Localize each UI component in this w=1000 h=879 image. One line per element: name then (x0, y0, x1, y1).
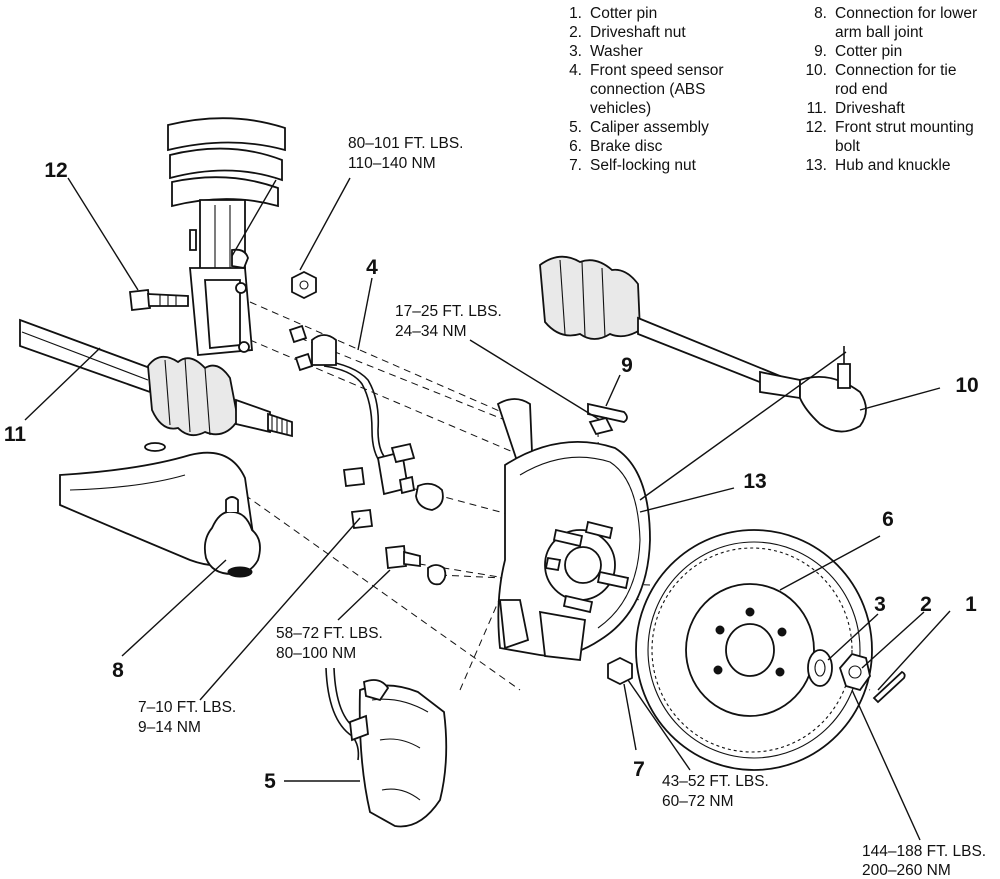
legend-text-4c: vehicles) (590, 100, 651, 117)
strut-mounting-bolt (129, 289, 189, 311)
legend-col-right: 8. Connection for lower arm ball joint 9… (805, 5, 977, 174)
callout-11: 11 (4, 423, 27, 446)
legend-text-10a: Connection for tie (835, 62, 957, 79)
legend-text-12b: bolt (835, 138, 861, 155)
legend-num-8: 8. (814, 5, 827, 22)
spec-sensorbolt-nm: 9–14 NM (138, 719, 201, 736)
parts-legend: 1. Cotter pin 2. Driveshaft nut 3. Washe… (569, 5, 977, 174)
cotter-pin-9 (587, 402, 628, 436)
callout-7: 7 (633, 758, 645, 781)
spec-sensor-ftlbs: 17–25 FT. LBS. (395, 303, 502, 320)
callout-8: 8 (112, 659, 124, 682)
spec-caliper-ftlbs: 58–72 FT. LBS. (276, 625, 383, 642)
legend-text-8b: arm ball joint (835, 24, 924, 41)
caliper-assembly (325, 667, 448, 828)
legend-num-6: 6. (569, 138, 582, 155)
legend-num-9: 9. (814, 43, 827, 60)
legend-text-4a: Front speed sensor (590, 62, 724, 79)
driveshaft (19, 318, 293, 438)
callout-2: 2 (920, 593, 932, 616)
callout-5: 5 (264, 770, 276, 793)
legend-text-2: Driveshaft nut (590, 24, 686, 41)
spec-driveshaft-nm: 200–260 NM (862, 862, 951, 879)
driveshaft-nut (838, 652, 871, 692)
spec-strut-ftlbs: 80–101 FT. LBS. (348, 135, 463, 152)
legend-text-9: Cotter pin (835, 43, 902, 60)
legend-num-10: 10. (805, 62, 827, 79)
spec-sensorbolt-ftlbs: 7–10 FT. LBS. (138, 699, 236, 716)
callout-3: 3 (874, 593, 886, 616)
lower-control-arm (59, 442, 261, 578)
brake-disc (635, 529, 873, 771)
legend-num-4: 4. (569, 62, 582, 79)
spec-nut-ftlbs: 43–52 FT. LBS. (662, 773, 769, 790)
strut-assembly (167, 117, 286, 356)
callout-1: 1 (965, 593, 977, 616)
strut-nut (291, 270, 317, 300)
legend-num-5: 5. (569, 119, 582, 136)
legend-text-7: Self-locking nut (590, 157, 697, 174)
legend-num-3: 3. (569, 43, 582, 60)
tie-rod-assembly (539, 255, 867, 433)
callout-leaders (24, 177, 951, 841)
legend-text-5: Caliper assembly (590, 119, 709, 136)
legend-text-10b: rod end (835, 81, 888, 98)
self-locking-nut (607, 656, 633, 686)
callout-10: 10 (955, 374, 978, 397)
cotter-pin-1 (872, 670, 906, 704)
legend-num-1: 1. (569, 5, 582, 22)
legend-num-11: 11. (807, 100, 827, 117)
hub-and-knuckle (496, 398, 651, 661)
legend-text-11: Driveshaft (835, 100, 905, 117)
legend-num-12: 12. (805, 119, 827, 136)
spec-strut-nm: 110–140 NM (348, 155, 436, 172)
callout-6: 6 (882, 508, 894, 531)
legend-num-13: 13. (805, 157, 827, 174)
callout-4: 4 (366, 256, 378, 279)
legend-text-3: Washer (590, 43, 643, 60)
spec-caliper-nm: 80–100 NM (276, 645, 356, 662)
legend-col-left: 1. Cotter pin 2. Driveshaft nut 3. Washe… (569, 5, 723, 174)
callout-12: 12 (44, 159, 67, 182)
legend-text-1: Cotter pin (590, 5, 657, 22)
speed-sensor-harness (288, 324, 416, 496)
washer (807, 649, 833, 687)
torque-specs: 80–101 FT. LBS. 110–140 NM 17–25 FT. LBS… (138, 135, 986, 879)
callout-numbers: 1 2 3 4 5 6 7 8 9 10 11 12 13 (4, 159, 979, 793)
legend-text-4b: connection (ABS (590, 81, 705, 98)
callout-9: 9 (621, 354, 633, 377)
callout-13: 13 (743, 470, 766, 493)
legend-num-2: 2. (569, 24, 582, 41)
sensor-bolts (342, 467, 447, 586)
spec-nut-nm: 60–72 NM (662, 793, 734, 810)
legend-text-8a: Connection for lower (835, 5, 977, 22)
legend-text-12a: Front strut mounting (835, 119, 974, 136)
legend-text-6: Brake disc (590, 138, 663, 155)
legend-num-7: 7. (569, 157, 582, 174)
spec-sensor-nm: 24–34 NM (395, 323, 467, 340)
spec-driveshaft-ftlbs: 144–188 FT. LBS. (862, 843, 986, 860)
legend-text-13: Hub and knuckle (835, 157, 950, 174)
